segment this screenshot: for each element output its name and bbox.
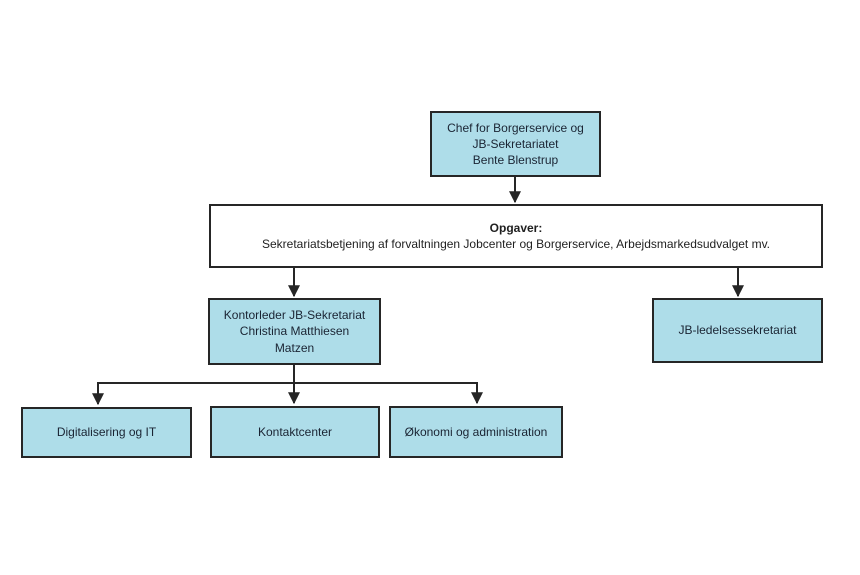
opgaver-box: Opgaver: Sekretariatsbetjening af forval…	[209, 204, 823, 268]
kontaktcenter-box: Kontaktcenter	[210, 406, 380, 458]
chef-box-line2: JB-Sekretariatet	[472, 136, 559, 151]
okonomi-label: Økonomi og administration	[404, 424, 548, 439]
kontorleder-box-line1: Kontorleder JB-Sekretariat	[223, 308, 366, 323]
okonomi-box: Økonomi og administration	[389, 406, 563, 458]
kontorleder-box-line2: Christina Matthiesen	[239, 324, 350, 339]
chef-box: Chef for Borgerservice og JB-Sekretariat…	[430, 111, 601, 177]
kontorleder-box-line3: Matzen	[274, 340, 315, 355]
chef-box-line1: Chef for Borgerservice og	[447, 120, 584, 135]
kontorleder-box: Kontorleder JB-Sekretariat Christina Mat…	[208, 298, 381, 365]
kontaktcenter-label: Kontaktcenter	[257, 424, 333, 439]
opgaver-body: Sekretariatsbetjening af forvaltningen J…	[261, 237, 771, 251]
digitalisering-box: Digitalisering og IT	[21, 407, 192, 458]
chef-box-line3: Bente Blenstrup	[472, 153, 559, 168]
opgaver-title: Opgaver:	[489, 220, 543, 235]
digitalisering-label: Digitalisering og IT	[56, 425, 157, 440]
jb-ledelse-label: JB-ledelsessekretariat	[678, 323, 797, 338]
jb-ledelse-box: JB-ledelsessekretariat	[652, 298, 823, 363]
